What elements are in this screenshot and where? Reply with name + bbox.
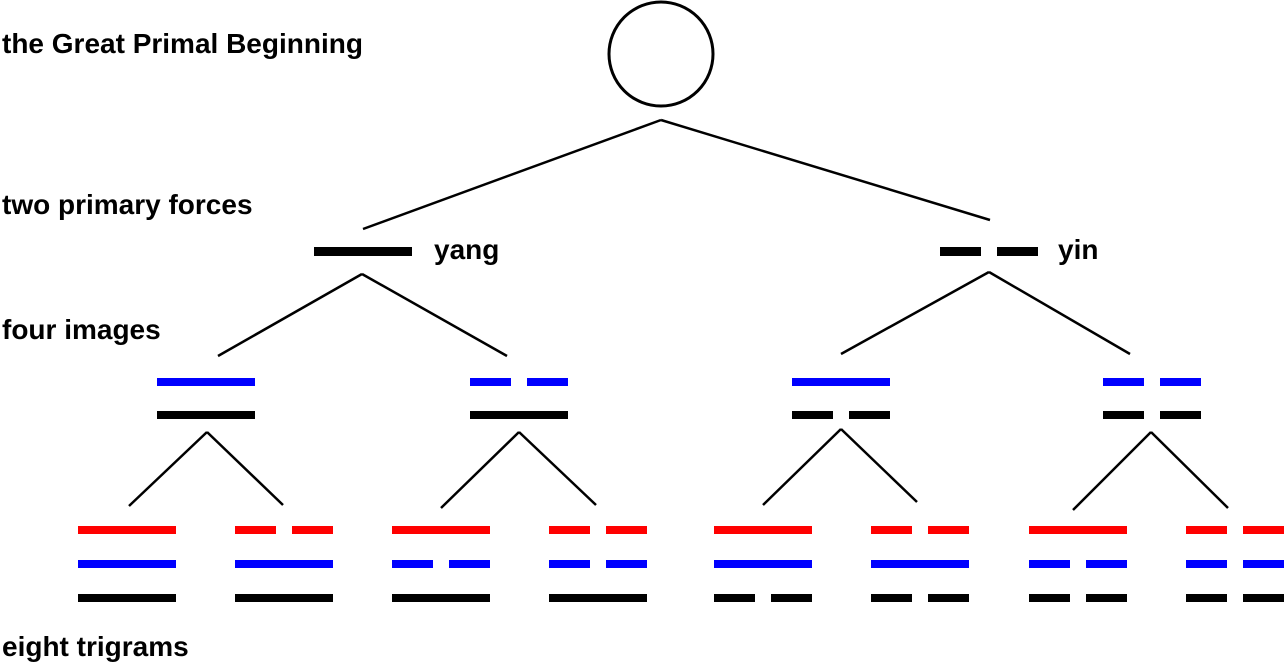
trigram-1-line-3 xyxy=(78,594,176,602)
trigram-4-line-3 xyxy=(549,594,647,602)
trigram-2-line-3 xyxy=(235,594,333,602)
image-1 xyxy=(157,378,255,419)
connector-line-12 xyxy=(840,428,918,503)
trigram-4-line-2-left xyxy=(549,560,590,568)
yin-symbol xyxy=(940,247,1038,256)
trigram-8-line-3-right xyxy=(1243,594,1284,602)
trigram-3-line-2-right xyxy=(449,560,490,568)
trigram-3-line-1 xyxy=(392,526,490,534)
primal-circle xyxy=(607,0,715,108)
trigram-5-line-1 xyxy=(714,526,812,534)
connector-line-9 xyxy=(440,431,520,509)
trigram-4-line-1-left xyxy=(549,526,590,534)
connector-line-3 xyxy=(217,272,363,358)
image-2-line-1-left xyxy=(470,378,511,386)
connector-line-8 xyxy=(206,431,284,506)
trigram-3-line-3 xyxy=(392,594,490,602)
trigram-7-line-2-right xyxy=(1086,560,1127,568)
connector-line-1 xyxy=(362,118,662,231)
trigram-3-line-2-left xyxy=(392,560,433,568)
trigram-2 xyxy=(235,526,333,602)
trigram-7-line-3-right xyxy=(1086,594,1127,602)
image-2-line-2 xyxy=(470,411,568,419)
trigram-2-line-1-right xyxy=(292,526,333,534)
trigram-7-line-1 xyxy=(1029,526,1127,534)
image-1-line-1 xyxy=(157,378,255,386)
image-4 xyxy=(1103,378,1201,419)
label-eight-trigrams: eight trigrams xyxy=(2,631,189,662)
yin-line-left xyxy=(940,247,981,256)
trigram-5-line-3-left xyxy=(714,594,755,602)
connector-line-2 xyxy=(660,118,991,222)
image-4-line-2-right xyxy=(1160,411,1201,419)
trigram-2-line-2 xyxy=(235,560,333,568)
connector-line-4 xyxy=(361,272,508,358)
connector-line-7 xyxy=(128,431,208,507)
trigram-8-line-1-right xyxy=(1243,526,1284,534)
image-3-line-2-left xyxy=(792,411,833,419)
trigram-6-line-3-left xyxy=(871,594,912,602)
label-four-images: four images xyxy=(2,314,161,345)
image-1-line-2 xyxy=(157,411,255,419)
image-2 xyxy=(470,378,568,419)
label-two-primary-forces: two primary forces xyxy=(2,189,253,220)
trigram-6-line-3-right xyxy=(928,594,969,602)
label-great-primal-beginning: the Great Primal Beginning xyxy=(2,28,363,59)
yin-line-right xyxy=(997,247,1038,256)
image-3-line-2-right xyxy=(849,411,890,419)
trigram-1-line-1 xyxy=(78,526,176,534)
image-4-line-1-left xyxy=(1103,378,1144,386)
connector-line-5 xyxy=(840,270,990,356)
trigram-4 xyxy=(549,526,647,602)
trigram-7-line-2-left xyxy=(1029,560,1070,568)
trigram-8-line-1-left xyxy=(1186,526,1227,534)
trigram-4-line-1-right xyxy=(606,526,647,534)
image-2-line-1-right xyxy=(527,378,568,386)
trigram-1-line-2 xyxy=(78,560,176,568)
trigram-4-line-2-right xyxy=(606,560,647,568)
eight-trigrams xyxy=(78,526,1284,602)
image-4-line-2-left xyxy=(1103,411,1144,419)
trigram-1 xyxy=(78,526,176,602)
tree-connectors xyxy=(128,118,1229,511)
trigram-5 xyxy=(714,526,812,602)
trigram-8-line-2-right xyxy=(1243,560,1284,568)
trigram-8 xyxy=(1186,526,1284,602)
trigram-8-line-3-left xyxy=(1186,594,1227,602)
trigram-5-line-2 xyxy=(714,560,812,568)
trigram-2-line-1-left xyxy=(235,526,276,534)
image-3 xyxy=(792,378,890,419)
yang-label: yang xyxy=(434,234,499,265)
trigram-3 xyxy=(392,526,490,602)
trigram-5-line-3-right xyxy=(771,594,812,602)
trigram-8-line-2-left xyxy=(1186,560,1227,568)
trigram-6-line-1-right xyxy=(928,526,969,534)
trigram-7-line-3-left xyxy=(1029,594,1070,602)
trigram-6 xyxy=(871,526,969,602)
connector-line-13 xyxy=(1072,431,1152,511)
trigram-6-line-1-left xyxy=(871,526,912,534)
yang-symbol xyxy=(314,247,412,256)
connector-line-6 xyxy=(988,270,1131,356)
trigram-7 xyxy=(1029,526,1127,602)
connector-line-14 xyxy=(1150,431,1229,509)
connector-line-11 xyxy=(762,428,842,506)
four-images xyxy=(157,378,1201,419)
yang-line xyxy=(314,247,412,256)
trigram-6-line-2 xyxy=(871,560,969,568)
image-3-line-1 xyxy=(792,378,890,386)
image-4-line-1-right xyxy=(1160,378,1201,386)
yin-label: yin xyxy=(1058,234,1098,265)
connector-line-10 xyxy=(518,431,597,506)
